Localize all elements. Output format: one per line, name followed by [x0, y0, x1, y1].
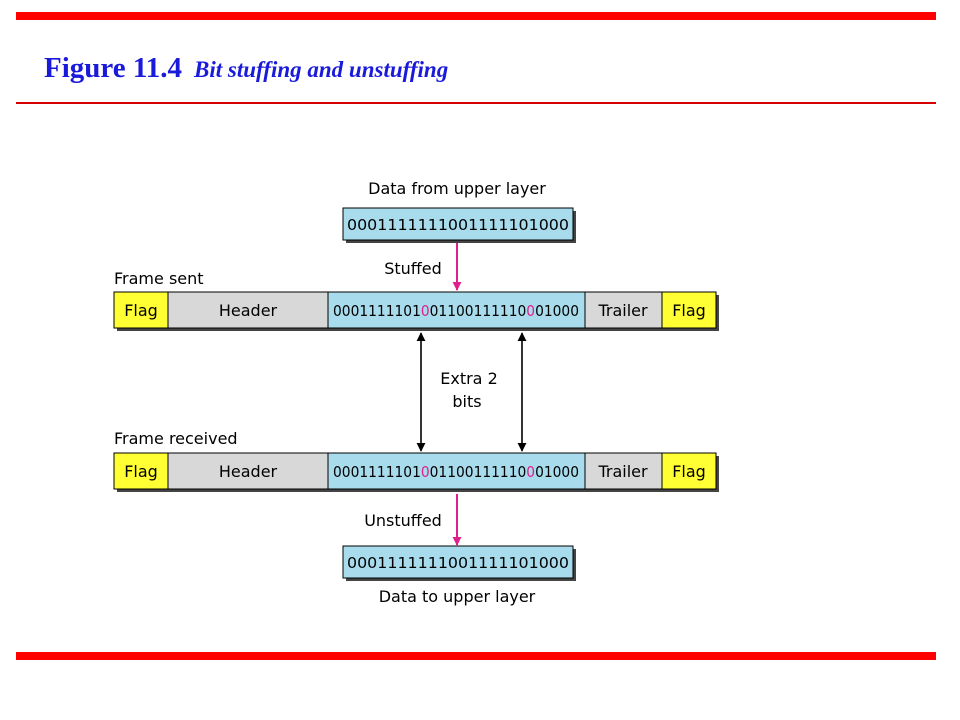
extra-bits-label-line1: Extra 2	[440, 369, 498, 388]
frame-sent-flag-right	[661, 291, 717, 329]
frame-received-header	[167, 452, 329, 490]
data-from-upper-bits: 0001111111001111101000	[347, 216, 569, 234]
data-from-upper-box	[342, 207, 574, 241]
data-to-upper-bits: 0001111111001111101000	[347, 554, 569, 572]
unstuffed-label: Unstuffed	[364, 511, 442, 530]
frame-received-flag-left-label: Flag	[124, 462, 158, 481]
figure-caption: Bit stuffing and unstuffing	[194, 57, 449, 82]
payload-bits-segment: 01100111110	[430, 463, 527, 481]
page-title: Figure 11.4 Bit stuffing and unstuffing	[44, 48, 448, 85]
frame-received-label: Frame received	[114, 429, 238, 448]
data-to-upper-box	[342, 545, 574, 579]
frame-received-header-label: Header	[219, 462, 278, 481]
stuffed-bit: 0	[421, 463, 430, 481]
payload-bits-segment: 01000	[535, 463, 579, 481]
frame-received-trailer	[584, 452, 663, 490]
frame-sent-trailer-label: Trailer	[597, 301, 648, 320]
frame-sent-flag-right-label: Flag	[672, 301, 706, 320]
frame-received-flag-left	[113, 452, 169, 490]
frame-received-trailer-label: Trailer	[597, 462, 648, 481]
frame-sent-trailer	[584, 291, 663, 329]
payload-bits-segment: 0001111101	[333, 302, 421, 320]
frame-received-flag-right-label: Flag	[672, 462, 706, 481]
data-from-upper-label: Data from upper layer	[368, 179, 546, 198]
frame-sent-payload-bits: 0001111101001100111110001000	[333, 302, 579, 320]
extra-bits-label-line2: bits	[452, 392, 481, 411]
payload-bits-segment: 0001111101	[333, 463, 421, 481]
stuffed-bit: 0	[421, 302, 430, 320]
frame-received-flag-right	[661, 452, 717, 490]
stuffed-bit: 0	[526, 463, 535, 481]
frame-sent-header-label: Header	[219, 301, 278, 320]
frame-sent-payload	[327, 291, 586, 329]
bottom-accent-bar	[16, 652, 936, 660]
title-divider	[16, 102, 936, 104]
frame-received-payload	[327, 452, 586, 490]
payload-bits-segment: 01000	[535, 302, 579, 320]
frame-sent-header	[167, 291, 329, 329]
top-accent-bar	[16, 12, 936, 20]
stuffed-bit: 0	[526, 302, 535, 320]
payload-bits-segment: 01100111110	[430, 302, 527, 320]
frame-received-payload-bits: 0001111101001100111110001000	[333, 463, 579, 481]
frame-sent-flag-left-label: Flag	[124, 301, 158, 320]
figure-number: Figure 11.4	[44, 52, 183, 84]
data-to-upper-label: Data to upper layer	[379, 587, 536, 606]
frame-sent-label: Frame sent	[114, 269, 204, 288]
stuffed-label: Stuffed	[384, 259, 442, 278]
